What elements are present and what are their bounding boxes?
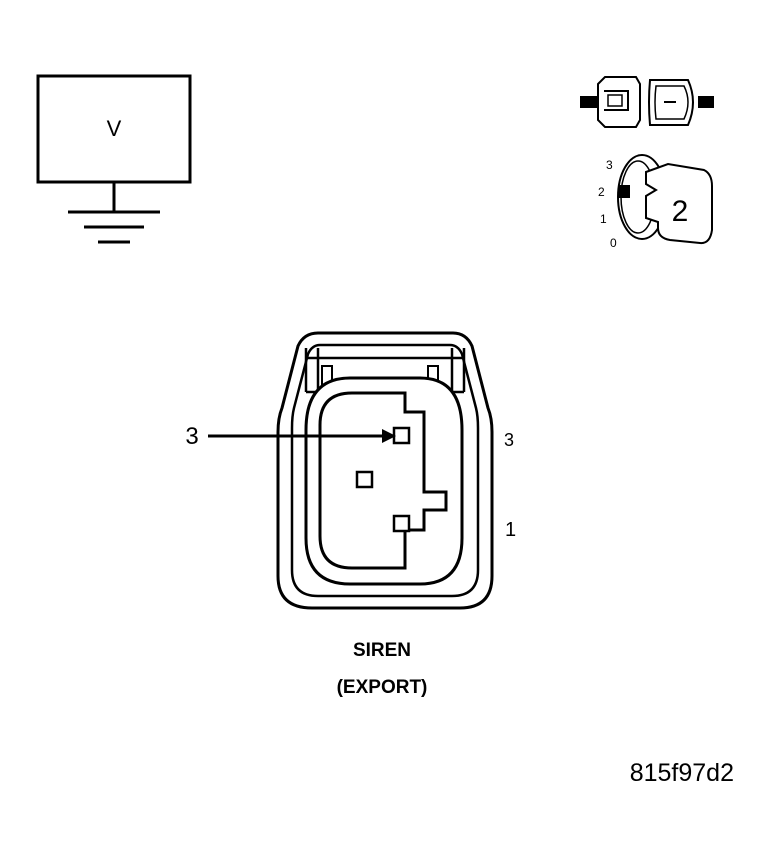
key-selected-position: 2	[672, 195, 689, 228]
cavity-label-top: 3	[504, 430, 514, 450]
voltmeter-label: V	[107, 116, 122, 141]
key-position-label: 3	[606, 158, 613, 172]
key-position-marker	[618, 185, 630, 198]
voltmeter-symbol: V	[36, 74, 192, 244]
connector-plug-icon	[580, 76, 714, 128]
voltmeter-box	[36, 74, 192, 184]
terminal-pin-2	[355, 470, 374, 489]
pin-callout-label: 3	[185, 423, 198, 450]
key-position-label: 0	[610, 236, 617, 250]
key-position-label: 2	[598, 185, 605, 199]
key-position-label: 1	[600, 212, 607, 226]
siren-connector	[276, 331, 494, 610]
terminal-pin-3	[392, 426, 411, 445]
figure-id: 815f97d2	[630, 759, 734, 787]
connector-variant: (EXPORT)	[337, 677, 428, 698]
terminal-pin-1	[392, 514, 411, 533]
ground-icon	[68, 210, 160, 244]
connector-name: SIREN	[353, 640, 411, 661]
arrow-head-icon	[382, 429, 396, 443]
pin-callout: 3	[185, 423, 396, 450]
ignition-key-icon: 3 2 1 0 2	[598, 154, 713, 250]
cavity-label-bottom: 1	[505, 519, 516, 541]
connector-inner-shell	[290, 343, 480, 598]
